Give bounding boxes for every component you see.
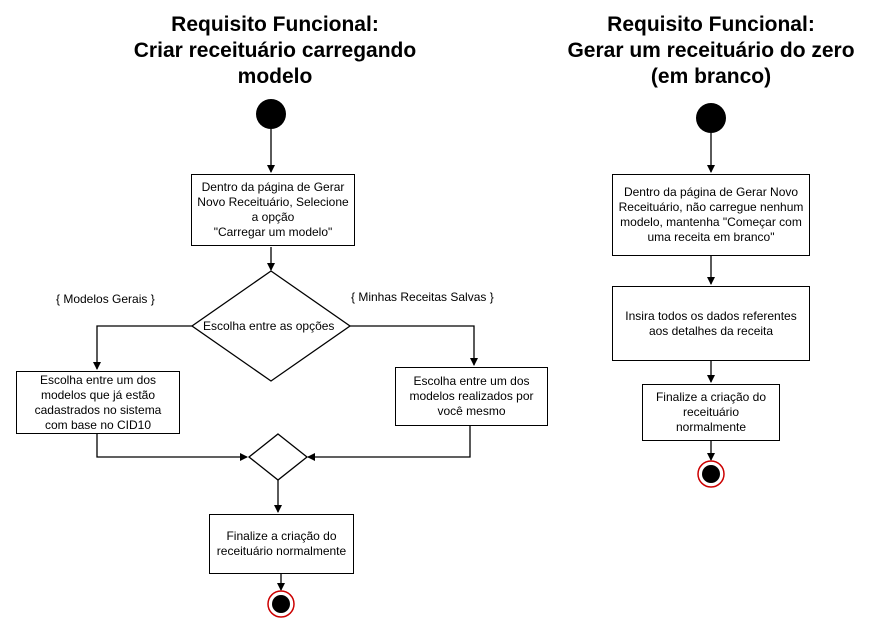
left-start-node xyxy=(256,99,286,129)
left-branch-label-general: { Modelos Gerais } xyxy=(56,292,155,306)
left-step1-box: Dentro da página de Gerar Novo Receituár… xyxy=(191,174,355,246)
left-arrow-option-left-merge xyxy=(96,434,248,461)
left-arrow-option-right-merge xyxy=(307,426,471,461)
left-title: Requisito Funcional: Criar receituário c… xyxy=(133,13,417,88)
left-branch-label-saved: { Minhas Receitas Salvas } xyxy=(351,290,494,304)
right-start-node xyxy=(696,103,726,133)
left-decision-label: Escolha entre as opções xyxy=(203,319,335,333)
left-end-node-core xyxy=(272,595,290,613)
right-step2-box: Insira todos os dados referentes aos det… xyxy=(612,286,810,361)
left-arrow-decision-option-right xyxy=(350,325,478,366)
right-final-step-box: Finalize a criação do receituário normal… xyxy=(642,384,780,441)
left-merge-diamond xyxy=(247,433,309,481)
right-end-node-core xyxy=(702,465,720,483)
left-final-step-box: Finalize a criação do receituário normal… xyxy=(209,514,354,574)
left-option-general-box: Escolha entre um dos modelos que já estã… xyxy=(16,371,180,434)
left-arrow-decision-option-left xyxy=(93,325,192,370)
left-option-saved-box: Escolha entre um dos modelos realizados … xyxy=(395,367,548,426)
right-step1-box: Dentro da página de Gerar Novo Receituár… xyxy=(612,174,810,256)
right-title: Requisito Funcional: Gerar um receituári… xyxy=(567,13,855,88)
left-decision-diamond xyxy=(190,270,352,382)
